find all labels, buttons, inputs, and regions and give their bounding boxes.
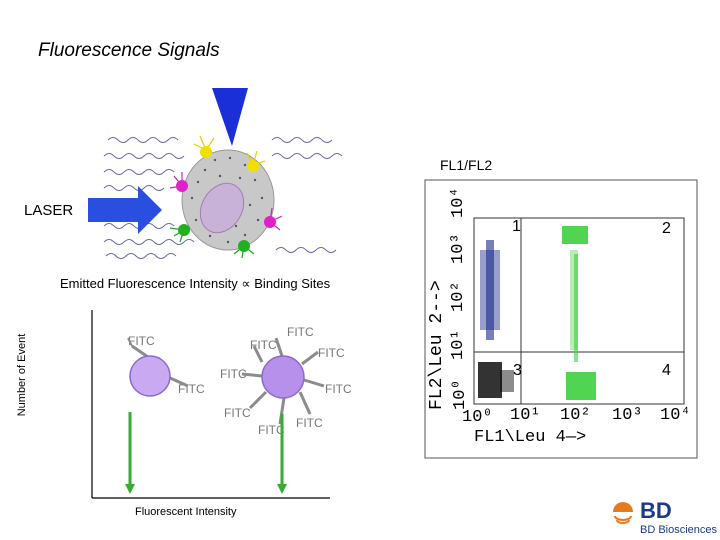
plot-scatter-black xyxy=(478,362,514,398)
fluorescent-intensity-axis-label: Fluorescent Intensity xyxy=(135,506,237,518)
intensity-arrow-high-head xyxy=(277,484,287,494)
slide-title: Fluorescence Signals xyxy=(38,40,220,61)
bd-brand: BD xyxy=(640,498,672,523)
fitc-label: FITC xyxy=(318,346,345,360)
quadrant-3-label: 3 xyxy=(513,362,522,379)
fluorochrome-dots xyxy=(176,146,276,252)
fitc-label: FITC xyxy=(325,382,352,396)
plot-title: FL1/FL2 xyxy=(440,157,493,173)
fitc-label: FITC xyxy=(128,334,155,348)
quadrant-4-label: 4 xyxy=(662,362,671,379)
fitc-label: FITC xyxy=(258,423,285,437)
x-tick-3: 10³ xyxy=(612,406,643,425)
fitc-label: FITC xyxy=(296,416,323,430)
laser-label: LASER xyxy=(24,202,74,219)
detector-arrow xyxy=(212,88,248,146)
x-tick-4: 10⁴ xyxy=(660,406,691,425)
x-tick-1: 10¹ xyxy=(510,406,541,425)
y-tick-2: 10² xyxy=(449,281,468,312)
emitted-intensity-caption: Emitted Fluorescence Intensity ∝ Binding… xyxy=(60,276,331,291)
plot-y-axis-label: FL2\Leu 2--> xyxy=(427,280,447,410)
plot-x-axis-label: FL1\Leu 4—> xyxy=(474,428,587,447)
plot-scatter-green xyxy=(562,226,596,400)
bd-subtitle: BD Biosciences xyxy=(640,524,718,536)
cell-high-binding-body xyxy=(261,355,305,399)
laser-arrow xyxy=(88,186,162,234)
y-tick-3: 10³ xyxy=(449,233,468,264)
intensity-arrow-low-head xyxy=(125,484,135,494)
cell-speckles xyxy=(190,156,264,244)
bd-logo-icon xyxy=(613,502,633,524)
cell-nucleus xyxy=(199,182,245,234)
quadrant-1-label: 1 xyxy=(512,218,521,235)
y-tick-1: 10¹ xyxy=(449,329,468,360)
x-tick-2: 10² xyxy=(560,406,591,425)
fitc-label: FITC xyxy=(220,367,247,381)
fitc-label: FITC xyxy=(224,406,251,420)
cell-low-binding xyxy=(127,337,189,397)
y-tick-0: 10⁰ xyxy=(451,379,470,410)
plot-scatter-blue xyxy=(480,240,500,340)
quadrant-2-label: 2 xyxy=(662,220,671,237)
x-tick-0: 10⁰ xyxy=(462,408,493,427)
fitc-label: FITC xyxy=(287,325,314,339)
y-tick-4: 10⁴ xyxy=(449,187,468,218)
